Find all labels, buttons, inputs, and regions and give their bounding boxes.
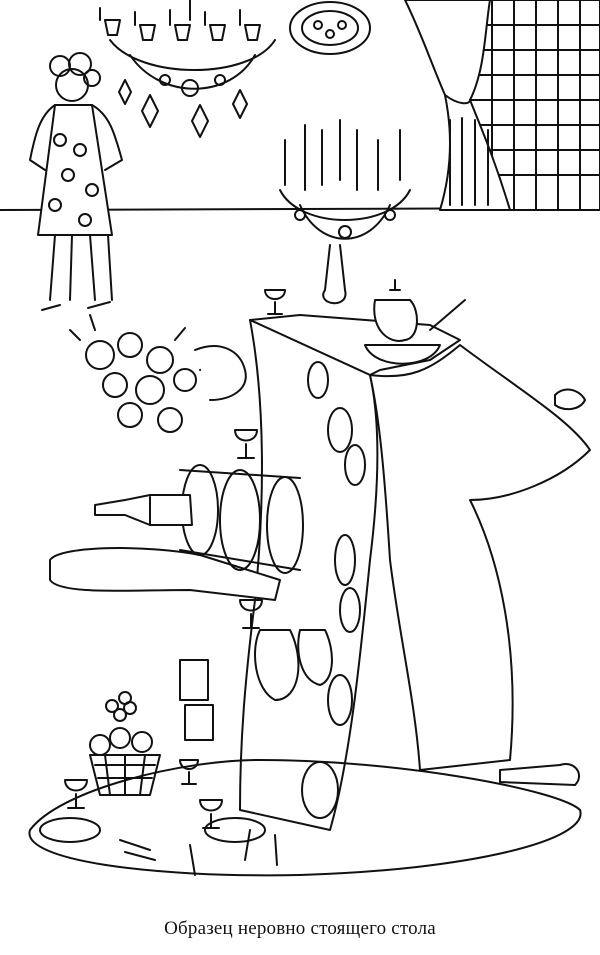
- wine-bottle: [95, 495, 192, 525]
- cutlery: [120, 830, 277, 875]
- chandelier: [100, 0, 275, 137]
- fallen-chair: [50, 465, 303, 600]
- curtain: [405, 0, 510, 210]
- woman: [30, 53, 122, 310]
- table: [240, 315, 590, 830]
- wine-glasses: [65, 290, 285, 828]
- table-illustration: [0, 0, 600, 905]
- wall-plate: [290, 2, 370, 54]
- rug: [29, 760, 580, 875]
- carafes: [180, 630, 332, 740]
- teapot: [374, 280, 417, 341]
- caption: Образец неровно стоящего стола: [164, 918, 436, 939]
- bread-basket: [365, 300, 465, 364]
- candelabra: [280, 120, 410, 303]
- window: [470, 0, 600, 210]
- flower-bouquet: [70, 315, 246, 432]
- chair-leg-right: [500, 390, 585, 785]
